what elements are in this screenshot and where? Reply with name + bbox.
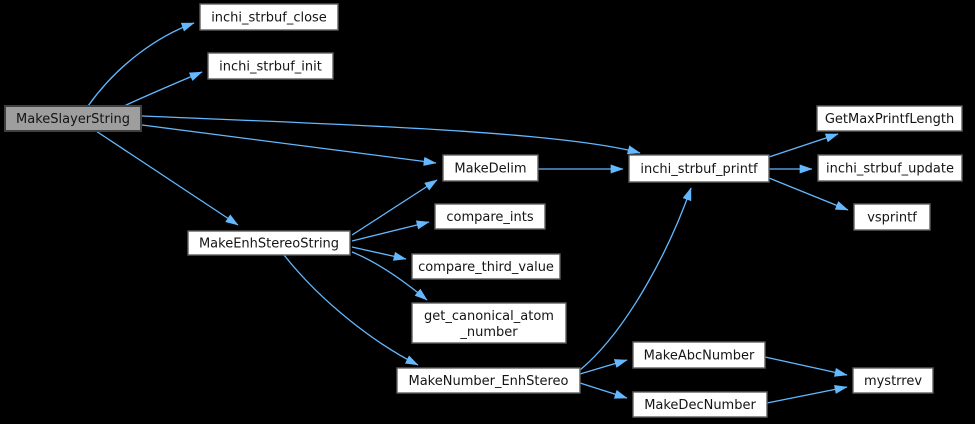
edge-makenumber-enhstereo-to-makeabcnumber xyxy=(579,359,628,375)
node-getmaxprintflength-box[interactable] xyxy=(816,105,963,132)
node-inchi-strbuf-printf[interactable]: inchi_strbuf_printf xyxy=(628,154,770,183)
node-compare-third-value-box[interactable] xyxy=(411,253,561,280)
node-makeenhstereostring-box[interactable] xyxy=(187,230,351,256)
node-inchi-strbuf-close[interactable]: inchi_strbuf_close xyxy=(199,3,339,31)
node-getmaxprintflength-label: GetMaxPrintfLength xyxy=(825,112,954,127)
node-vsprintf-label: vsprintf xyxy=(867,211,917,226)
node-mystrrev-label: mystrrev xyxy=(864,374,922,389)
node-inchi-strbuf-close-box[interactable] xyxy=(199,3,339,31)
node-inchi-strbuf-printf-label: inchi_strbuf_printf xyxy=(640,162,758,177)
edge-makeenhstereostring-to-makedelim xyxy=(351,179,438,236)
node-compare-ints-label: compare_ints xyxy=(446,210,533,225)
node-makedelim-label: MakeDelim xyxy=(454,162,526,177)
node-inchi-strbuf-init-box[interactable] xyxy=(207,52,334,80)
edge-makeslayerstring-to-makedelim xyxy=(141,124,437,166)
edges xyxy=(87,22,849,404)
node-makedecnumber[interactable]: MakeDecNumber xyxy=(632,391,768,418)
node-makeenhstereostring-label: MakeEnhStereoString xyxy=(199,237,339,252)
node-makedelim[interactable]: MakeDelim xyxy=(442,154,539,182)
node-makedecnumber-label: MakeDecNumber xyxy=(644,398,756,413)
edge-inchi-strbuf-printf-to-vsprintf xyxy=(768,177,849,211)
edge-makedecnumber-to-mystrrev xyxy=(766,384,848,404)
node-mystrrev[interactable]: mystrrev xyxy=(852,367,934,394)
edge-makeslayerstring-to-makeenhstereostring xyxy=(95,130,239,226)
node-makeabcnumber[interactable]: MakeAbcNumber xyxy=(632,341,766,369)
edge-makenumber-enhstereo-to-inchi-strbuf-printf xyxy=(579,187,692,371)
node-inchi-strbuf-update-label: inchi_strbuf_update xyxy=(826,162,954,177)
node-makeabcnumber-label: MakeAbcNumber xyxy=(644,349,755,364)
node-get-canonical-atom-number-label-line1: get_canonical_atom xyxy=(424,309,554,324)
node-makeenhstereostring[interactable]: MakeEnhStereoString xyxy=(187,230,351,256)
node-makeslayerstring-box[interactable] xyxy=(4,105,142,132)
node-inchi-strbuf-update-box[interactable] xyxy=(817,154,963,182)
node-makedecnumber-box[interactable] xyxy=(632,391,768,418)
node-makenumber-enhstereo[interactable]: MakeNumber_EnhStereo xyxy=(396,367,581,394)
node-inchi-strbuf-close-label: inchi_strbuf_close xyxy=(211,11,327,26)
edge-makeslayerstring-to-inchi-strbuf-printf xyxy=(141,115,641,155)
edge-inchi-strbuf-printf-to-getmaxprintflength xyxy=(768,133,839,158)
edge-makeenhstereostring-to-compare-third-value xyxy=(351,246,407,261)
node-inchi-strbuf-init-label: inchi_strbuf_init xyxy=(219,60,322,75)
node-compare-third-value-label: compare_third_value xyxy=(418,260,554,275)
edge-makeenhstereostring-to-makenumber-enhstereo xyxy=(283,254,419,366)
node-makenumber-enhstereo-box[interactable] xyxy=(396,367,581,394)
node-vsprintf[interactable]: vsprintf xyxy=(853,203,931,231)
node-compare-third-value[interactable]: compare_third_value xyxy=(411,253,561,280)
node-makeslayerstring-label: MakeSlayerString xyxy=(16,112,130,127)
node-vsprintf-box[interactable] xyxy=(853,203,931,231)
node-makeslayerstring[interactable]: MakeSlayerString xyxy=(4,105,142,132)
edge-makeenhstereostring-to-get-canonical-atom-number xyxy=(351,251,428,301)
edge-makeabcnumber-to-mystrrev xyxy=(764,356,848,377)
node-makeabcnumber-box[interactable] xyxy=(632,341,766,369)
node-compare-ints-box[interactable] xyxy=(434,203,546,230)
node-get-canonical-atom-number-box[interactable] xyxy=(411,302,567,344)
node-getmaxprintflength[interactable]: GetMaxPrintfLength xyxy=(816,105,963,132)
edge-makeslayerstring-to-inchi-strbuf-close xyxy=(87,22,195,107)
edge-makenumber-enhstereo-to-makedecnumber xyxy=(579,382,628,399)
edge-makeenhstereostring-to-compare-ints xyxy=(351,220,430,242)
edge-makeslayerstring-to-inchi-strbuf-init xyxy=(123,71,203,107)
node-compare-ints[interactable]: compare_ints xyxy=(434,203,546,230)
node-makedelim-box[interactable] xyxy=(442,154,539,182)
node-inchi-strbuf-printf-box[interactable] xyxy=(628,154,770,183)
node-inchi-strbuf-init[interactable]: inchi_strbuf_init xyxy=(207,52,334,80)
node-get-canonical-atom-number[interactable]: get_canonical_atom _number xyxy=(411,302,567,344)
node-mystrrev-box[interactable] xyxy=(852,367,934,394)
node-makenumber-enhstereo-label: MakeNumber_EnhStereo xyxy=(408,374,568,389)
node-inchi-strbuf-update[interactable]: inchi_strbuf_update xyxy=(817,154,963,182)
node-get-canonical-atom-number-label-line2: _number xyxy=(459,325,518,340)
